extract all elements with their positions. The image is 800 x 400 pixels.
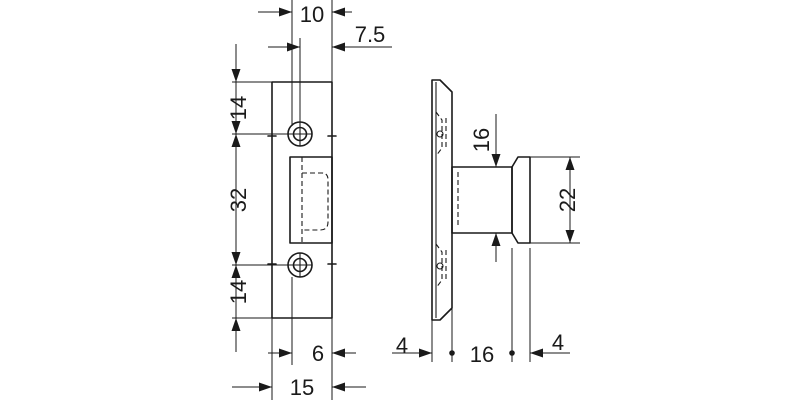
dim-head-thickness-label: 4 — [552, 330, 564, 355]
catch-pin-side-view: 16 22 4 16 4 — [392, 79, 580, 367]
dim-head-diameter-label: 22 — [555, 188, 580, 212]
dim-plate-width-label: 15 — [290, 375, 314, 400]
dim-pin-diameter-label: 16 — [469, 128, 494, 152]
dim-bottom-chain: 4 16 4 — [392, 330, 570, 367]
slot-hidden-edge — [301, 157, 329, 243]
dim-upper-height-label: 14 — [226, 96, 251, 120]
lower-screw-hole — [287, 252, 313, 278]
dim-lower-height-label: 14 — [226, 280, 251, 304]
dim-plate-width: 15 — [232, 375, 366, 400]
left-extension-lines — [232, 0, 333, 400]
dim-pin-length-label: 16 — [470, 342, 494, 367]
strike-plate-front-view: 10 7.5 14 32 14 6 — [226, 0, 392, 400]
plate-edge-notches — [267, 135, 337, 265]
dim-pin-diameter: 16 — [469, 128, 501, 246]
dim-vertical-chain: 14 32 14 — [226, 44, 251, 352]
dim-head-diameter: 22 — [555, 157, 580, 243]
flange-countersinks — [435, 111, 447, 289]
dim-top-width-label: 10 — [300, 2, 324, 27]
dim-top-width: 10 — [258, 2, 352, 27]
right-extension-lines — [431, 114, 580, 362]
dim-slot-width-label: 6 — [312, 341, 324, 366]
dim-slot-width: 6 — [268, 341, 356, 366]
dim-middle-height-label: 32 — [226, 188, 251, 212]
base-flange — [431, 79, 453, 321]
dim-top-offset: 7.5 — [268, 22, 392, 52]
dim-top-offset-label: 7.5 — [355, 22, 386, 47]
dim-flange-thickness-label: 4 — [396, 333, 408, 358]
pin-head — [511, 156, 531, 244]
plate-slot — [289, 156, 333, 244]
pin-body — [451, 166, 513, 234]
